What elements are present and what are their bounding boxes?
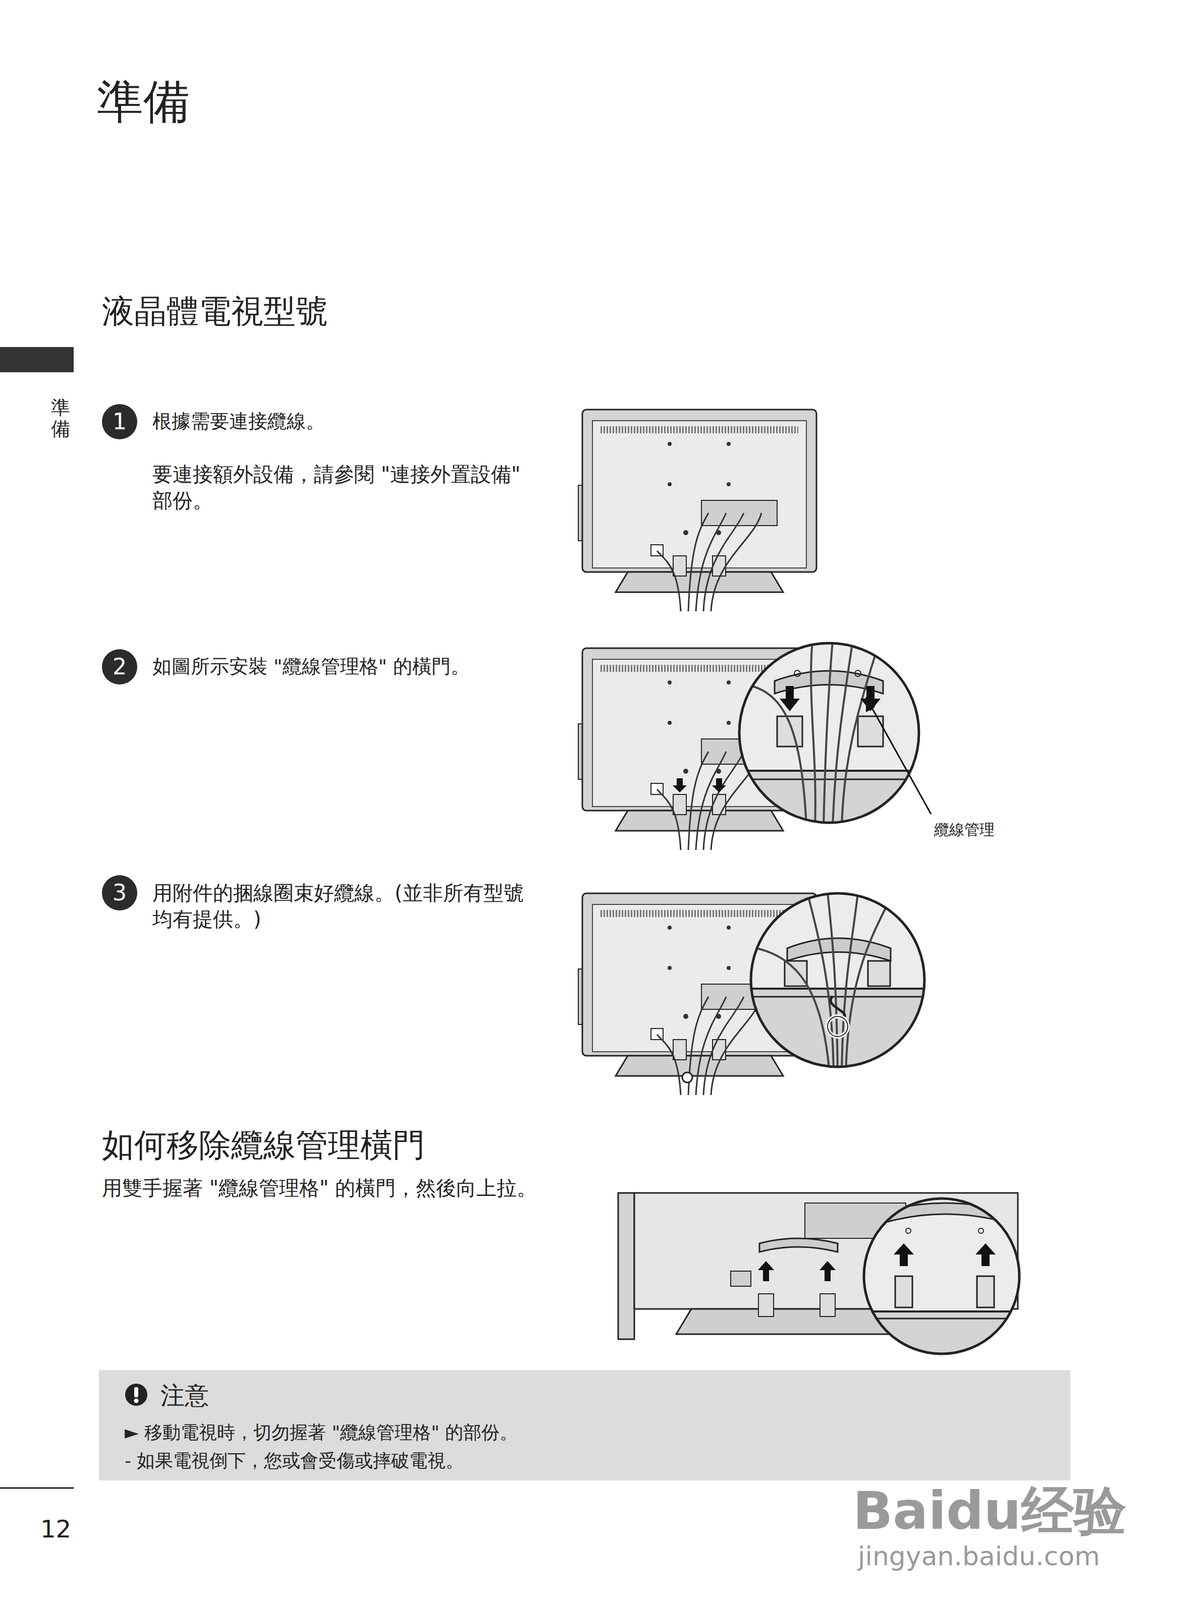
note-text: - 如果電視倒下，您或會受傷或摔破電視。 — [124, 1450, 464, 1472]
watermark: Baidu经验 — [852, 1480, 1127, 1544]
section-heading: 液晶體電視型號 — [101, 292, 329, 332]
illustration-part — [777, 716, 803, 747]
instruction-text: 用雙手握著 "纜線管理格" 的橫門，然後向上拉。 — [101, 1176, 537, 1201]
illustration-part — [854, 670, 861, 677]
illustration-part — [845, 903, 889, 1075]
illustration-part — [739, 643, 919, 824]
illustration-part — [759, 1238, 838, 1253]
illustration-part — [751, 640, 879, 828]
illustration-part — [736, 779, 924, 781]
step-number-circle: 2 — [101, 649, 138, 685]
step-number: 3 — [112, 882, 127, 905]
illustration-part — [784, 961, 807, 987]
illustration-part — [672, 778, 687, 793]
illustration-part — [758, 1294, 774, 1318]
part-label: 纜線管理 — [934, 821, 995, 840]
leader-line — [865, 697, 932, 815]
illustration-part — [672, 778, 727, 793]
illustration-part — [978, 1228, 984, 1234]
section-heading: 如何移除纜線管理橫門 — [101, 1126, 425, 1166]
illustration-part — [682, 1072, 693, 1083]
leader-arrowhead — [865, 697, 876, 713]
page-number: 12 — [40, 1515, 72, 1545]
illustration-part — [862, 1198, 1025, 1363]
illustration-part — [779, 686, 800, 712]
illustration-part — [787, 938, 891, 962]
illustration-part — [893, 1243, 914, 1267]
illustration-part — [746, 996, 929, 999]
illustration-part — [712, 778, 727, 793]
illustration-part — [736, 640, 924, 832]
tv-step2 — [578, 640, 932, 851]
page-rule — [0, 1488, 74, 1490]
side-tab-label: 準備 — [50, 397, 71, 441]
illustration-part — [819, 1261, 836, 1282]
step-number-circle: 3 — [101, 875, 138, 911]
step-number: 2 — [112, 656, 127, 679]
illustration-part — [827, 893, 838, 1075]
illustration-part — [976, 1276, 995, 1308]
illustration-part — [867, 961, 891, 987]
illustration-part — [810, 640, 816, 828]
illustration-part — [676, 1309, 901, 1335]
page-title: 準備 — [96, 76, 190, 128]
illustration-part — [827, 1016, 848, 1037]
illustration-part — [820, 1294, 836, 1318]
illustration-part — [746, 890, 929, 1075]
illustration-part — [841, 645, 879, 828]
tv-step1 — [578, 409, 817, 612]
illustration-part — [757, 1261, 775, 1282]
note-box: 注意 ► 移動電視時，切勿握著 "纜線管理格" 的部份。 - 如果電視倒下，您或會受… — [98, 1370, 1071, 1482]
illustration-part — [905, 1228, 911, 1234]
tv-step3 — [578, 890, 929, 1096]
illustration-part — [863, 1198, 1020, 1355]
illustration-part — [746, 988, 929, 991]
warning-icon-dot — [134, 1399, 139, 1404]
warning-icon-disc — [125, 1384, 148, 1407]
illustration-part — [618, 1193, 635, 1340]
step-number: 1 — [112, 410, 127, 433]
step-number-circle: 1 — [101, 404, 138, 440]
warning-icon — [124, 1383, 149, 1408]
watermark: jingyan.baidu.com — [857, 1541, 1101, 1573]
step-text: 根據需要連接纜線。 — [152, 410, 325, 434]
illustration-part — [975, 1243, 996, 1267]
illustration-part — [730, 1271, 751, 1287]
note-text: ► 移動電視時，切勿握著 "纜線管理格" 的部份。 — [124, 1422, 518, 1444]
illustration-part — [736, 770, 924, 773]
illustration-part — [750, 893, 925, 1068]
illustration-part — [827, 1016, 848, 1037]
step-text: 如圖所示安裝 "纜線管理格" 的橫門。 — [152, 655, 470, 679]
illustration-part — [862, 1311, 1025, 1314]
illustration-part — [823, 640, 833, 828]
warning-icon-bar — [134, 1387, 139, 1398]
illustration-part — [895, 1276, 913, 1308]
step-text: 要連接額外設備，請參閱 "連接外置設備" 部份。 — [152, 461, 536, 514]
note-heading: 注意 — [160, 1381, 209, 1411]
illustration-part — [794, 670, 801, 677]
step-text: 用附件的捆線圈束好纜線。(並非所有型號均有提供。) — [152, 880, 536, 933]
side-tab — [0, 347, 74, 373]
illustration-part — [862, 1318, 1025, 1321]
tv-remove — [618, 1193, 1025, 1363]
